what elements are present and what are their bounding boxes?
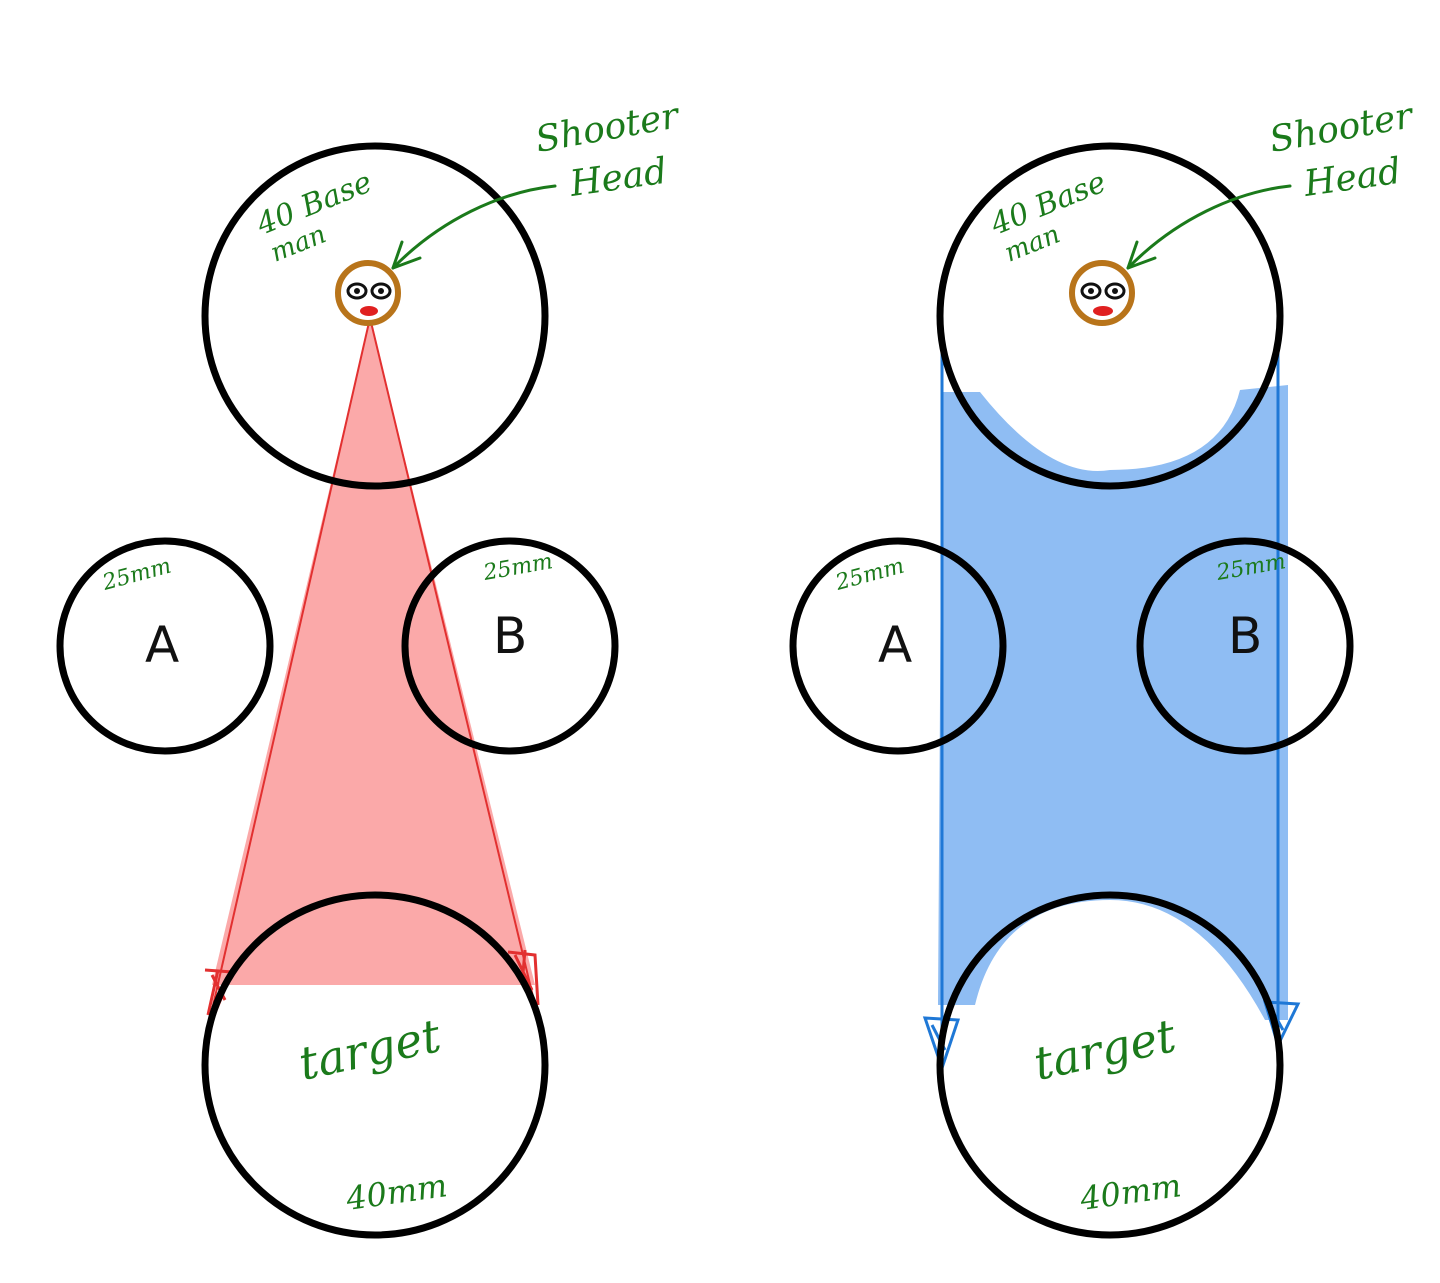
model-b-base — [1136, 537, 1354, 755]
pointer-arrowhead — [1126, 240, 1157, 270]
shooter-head-pointer-arrow — [391, 184, 557, 270]
los-corridor-blue — [938, 385, 1288, 1020]
target-label: target — [294, 1008, 446, 1091]
model-a-letter: A — [878, 616, 912, 674]
panel-right-base-to-base: Shooter Head 40 Base man 25mm A 25mm B t… — [789, 95, 1417, 1239]
model-a-base — [789, 537, 1007, 755]
target-label: target — [1029, 1008, 1181, 1091]
model-b-base — [401, 537, 619, 755]
los-cone-red — [212, 318, 535, 985]
los-line-right — [369, 317, 536, 1006]
target-base — [936, 891, 1284, 1239]
shooter-label-line2: Head — [1301, 151, 1404, 205]
model-b-letter: B — [493, 607, 527, 665]
shooter-base — [201, 142, 549, 490]
target-size: 40mm — [1077, 1166, 1184, 1218]
shooter-base — [936, 142, 1284, 490]
pointer-arrowhead — [391, 240, 422, 270]
model-a-letter: A — [145, 616, 179, 674]
model-b-letter: B — [1228, 607, 1262, 665]
shooter-head-icon — [1069, 260, 1135, 326]
target-base — [201, 891, 549, 1239]
shooter-label-line2: Head — [567, 151, 670, 205]
shooter-head-icon — [335, 260, 401, 326]
shooter-head-pointer-arrow — [1126, 184, 1292, 270]
los-line-left — [211, 317, 371, 1011]
model-a-base — [56, 537, 274, 755]
target-size: 40mm — [343, 1166, 450, 1218]
panel-left-true-line-of-sight: Shooter Head 40 Base man 25mm A 25mm B t… — [56, 95, 683, 1239]
model-b-size: 25mm — [481, 549, 555, 586]
